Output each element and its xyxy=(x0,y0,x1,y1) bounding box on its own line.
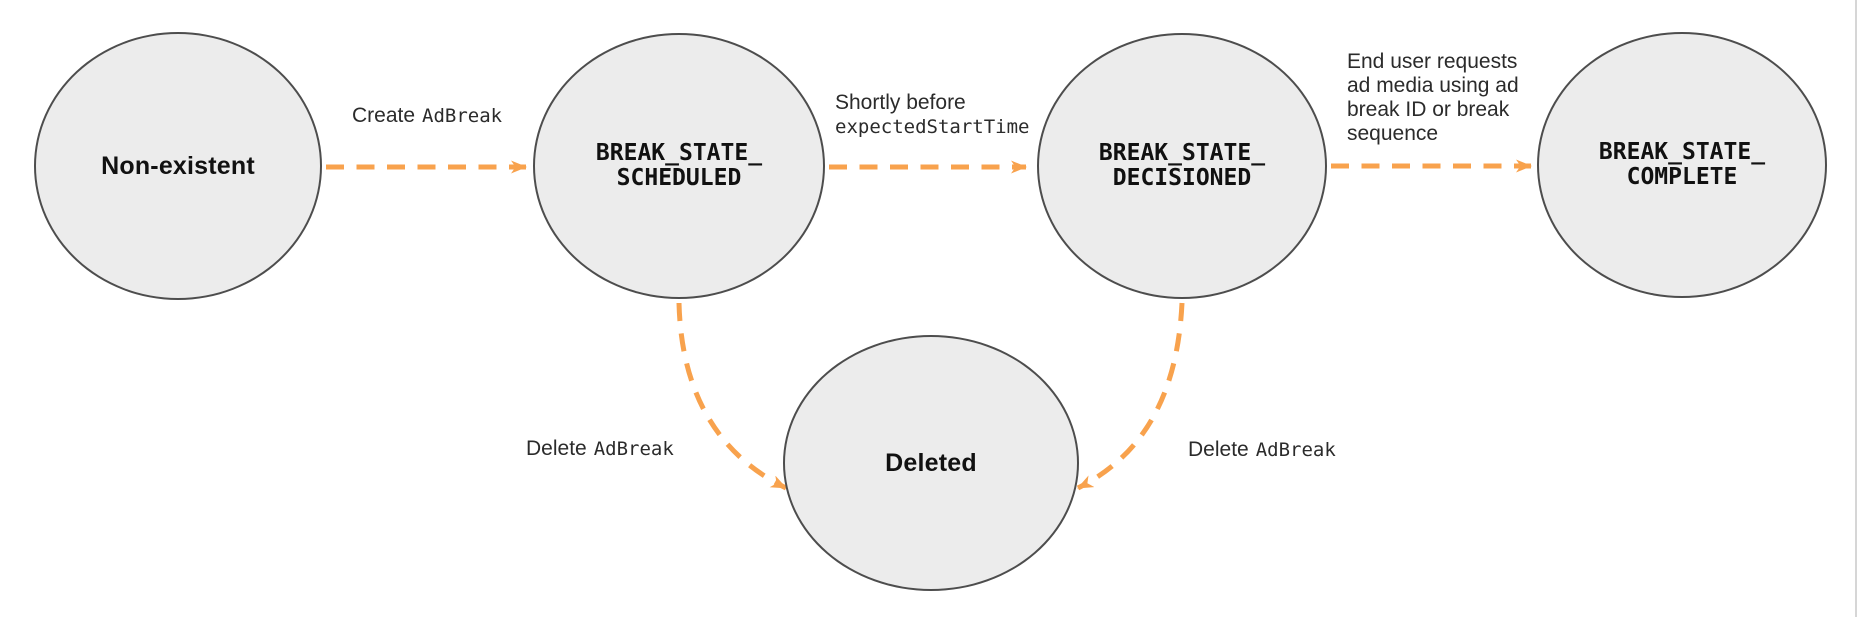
state-label: Deleted xyxy=(885,448,977,477)
inline-code: expectedStartTime xyxy=(835,116,1030,138)
content-edge-divider xyxy=(1855,0,1857,617)
state-node-break-state-complete: BREAK_STATE_ COMPLETE xyxy=(1537,32,1827,298)
arrow-delete-adbreak-from-decisioned xyxy=(1076,302,1185,491)
state-node-non-existent: Non-existent xyxy=(34,32,322,300)
state-label: BREAK_STATE_ DECISIONED xyxy=(1098,140,1266,191)
inline-code: AdBreak xyxy=(593,438,674,460)
edge-label-end-user-requests: End user requests ad media using ad brea… xyxy=(1347,50,1519,145)
edge-label-shortly-before-expectedstarttime: Shortly before expectedStartTime xyxy=(835,91,1030,138)
arrow-delete-adbreak-from-scheduled xyxy=(676,302,788,491)
state-label: BREAK_STATE_ SCHEDULED xyxy=(595,140,763,191)
inline-code: AdBreak xyxy=(422,105,503,127)
state-node-deleted: Deleted xyxy=(783,335,1079,591)
state-node-break-state-scheduled: BREAK_STATE_ SCHEDULED xyxy=(533,33,825,299)
state-node-break-state-decisioned: BREAK_STATE_ DECISIONED xyxy=(1037,33,1327,299)
state-label: BREAK_STATE_ COMPLETE xyxy=(1598,139,1766,190)
state-label: Non-existent xyxy=(101,151,255,180)
inline-code: AdBreak xyxy=(1255,439,1336,461)
